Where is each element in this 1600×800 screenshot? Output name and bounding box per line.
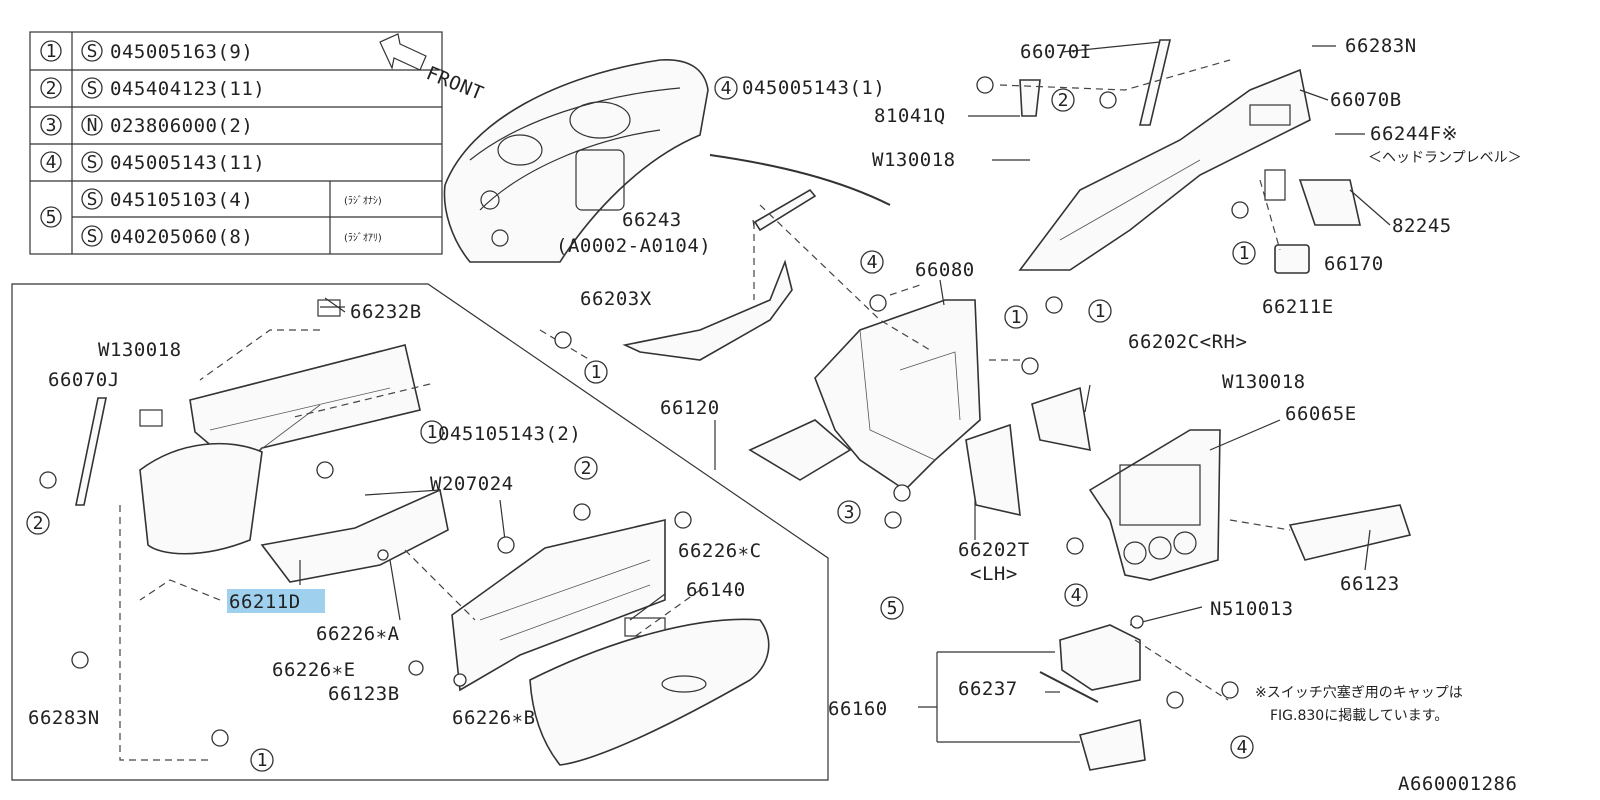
leader-lines [119, 59, 1291, 761]
front-label: FRONT [423, 62, 487, 105]
label-66211D: 66211D [229, 591, 301, 613]
legend-type: S [87, 152, 98, 173]
label-66123: 66123 [1340, 573, 1400, 595]
bezel-pocket-drawing [1264, 169, 1361, 274]
glovebox-lid-drawing [529, 618, 770, 766]
label-82245: 82245 [1392, 215, 1452, 237]
label-N510013: N510013 [1210, 598, 1294, 620]
label-66226B: 66226∗B [452, 707, 536, 729]
label-66237: 66237 [958, 678, 1018, 700]
legend-part: 045404123(11) [110, 78, 265, 100]
callout-number: 1 [257, 750, 268, 771]
label-66244F-note: ＜ヘッドランプレベル＞ [1368, 150, 1522, 166]
legend-type: S [87, 41, 98, 62]
glovebox-body-drawing [451, 518, 666, 692]
legend-index: 2 [46, 78, 57, 99]
legend-part: 045005143(11) [110, 152, 265, 174]
legend-index: 4 [46, 152, 57, 173]
label-66226C: 66226∗C [678, 540, 762, 562]
callout-number: 1 [427, 422, 438, 443]
callout-number: 1 [1095, 301, 1106, 322]
label-66070I: 66070I [1020, 41, 1092, 63]
stay-rod-drawing [75, 397, 107, 506]
label-66232B: 66232B [350, 301, 422, 323]
label-66283N-bottom: 66283N [28, 707, 100, 729]
legend-type: S [87, 226, 98, 247]
label-66243: 66243 [622, 209, 682, 231]
legend-part: 023806000(2) [110, 115, 253, 137]
legend-index: 5 [46, 207, 57, 228]
legend-table: 1 S 045005163(9) 2 S 045404123(11) 3 N 0… [29, 31, 443, 255]
callout-number: 4 [867, 252, 878, 273]
callout-number: 4 [1071, 585, 1082, 606]
label-66202C: 66202C<RH> [1128, 331, 1247, 353]
label-66244F: 66244F※ [1370, 123, 1458, 145]
audio-panel-drawing [1088, 429, 1412, 581]
legend-type: S [87, 78, 98, 99]
label-045105143-2: 045105143(2) [438, 423, 581, 445]
label-66226E: 66226∗E [272, 659, 356, 681]
label-W130018-top: W130018 [872, 149, 956, 171]
label-66170: 66170 [1324, 253, 1384, 275]
callout-number: 5 [887, 598, 898, 619]
callout-number: 4 [721, 78, 732, 99]
bracket-drawing [622, 259, 793, 361]
label-66243-range: (A0002-A0104) [556, 235, 711, 257]
legend-note: (ﾗｼﾞｵｱﾘ) [344, 232, 382, 244]
glovebox-group-outline [11, 283, 829, 781]
legend-index: 1 [46, 41, 57, 62]
label-66120: 66120 [660, 397, 720, 419]
callout-number: 2 [33, 513, 44, 534]
label-66070B: 66070B [1330, 89, 1402, 111]
legend-type: N [87, 115, 98, 136]
part-labels: 66070I 66283N 66070B 66244F※ ＜ヘッドランプレベル＞… [28, 35, 1522, 795]
label-66211E: 66211E [1262, 296, 1334, 318]
label-66202T-side: <LH> [970, 563, 1018, 585]
switch-panel-drawing [1039, 624, 1146, 771]
label-66283N-top: 66283N [1345, 35, 1417, 57]
footnote-line-2: FIG.830に掲載しています。 [1270, 708, 1448, 724]
side-cover-drawing [965, 386, 1091, 517]
label-66123B: 66123B [328, 683, 400, 705]
footnote-line-1: ※スイッチ穴塞ぎ用のキャップは [1255, 684, 1463, 701]
trim-strip-drawing [1019, 39, 1172, 126]
callout-number: 2 [581, 458, 592, 479]
label-66202T: 66202T [958, 539, 1030, 561]
callout-number: 1 [1011, 307, 1022, 328]
label-66226A: 66226∗A [316, 623, 400, 645]
legend-part: 045105103(4) [110, 189, 253, 211]
legend-index: 3 [46, 115, 57, 136]
callout-number: 4 [1237, 737, 1248, 758]
label-W130018-left: W130018 [98, 339, 182, 361]
callout-number: 2 [1058, 90, 1069, 111]
callout-markers: 2 1 1 4 1 1 2 2 3 5 4 4 1 1 4 [26, 76, 1256, 772]
pocket-tray-drawing [260, 488, 449, 583]
label-81041Q: 81041Q [874, 105, 946, 127]
label-66203X: 66203X [580, 288, 652, 310]
label-66211D-highlight [227, 589, 325, 613]
callout-number: 3 [844, 502, 855, 523]
legend-part: 045005163(9) [110, 41, 253, 63]
callout-number: 1 [591, 362, 602, 383]
legend-part: 040205060(8) [110, 226, 253, 248]
drawing-code: A660001286 [1398, 773, 1517, 795]
label-66065E: 66065E [1285, 403, 1357, 425]
fastener-icons [39, 76, 1249, 747]
dashboard-overview-drawing [443, 59, 891, 263]
label-66160: 66160 [828, 698, 888, 720]
label-W130018-right: W130018 [1222, 371, 1306, 393]
label-W207024: W207024 [430, 473, 514, 495]
strip-drawing [753, 188, 817, 232]
label-66140: 66140 [686, 579, 746, 601]
glovebox-frame-drawing [139, 299, 421, 555]
label-66070J: 66070J [48, 369, 120, 391]
legend-note: (ﾗｼﾞｵﾅｼ) [344, 195, 382, 207]
label-045005143-1: 045005143(1) [742, 77, 885, 99]
center-console-drawing [748, 299, 981, 492]
label-66080: 66080 [915, 259, 975, 281]
trim-panel-drawing [1018, 68, 1311, 271]
callout-number: 1 [1239, 243, 1250, 264]
legend-type: S [87, 189, 98, 210]
